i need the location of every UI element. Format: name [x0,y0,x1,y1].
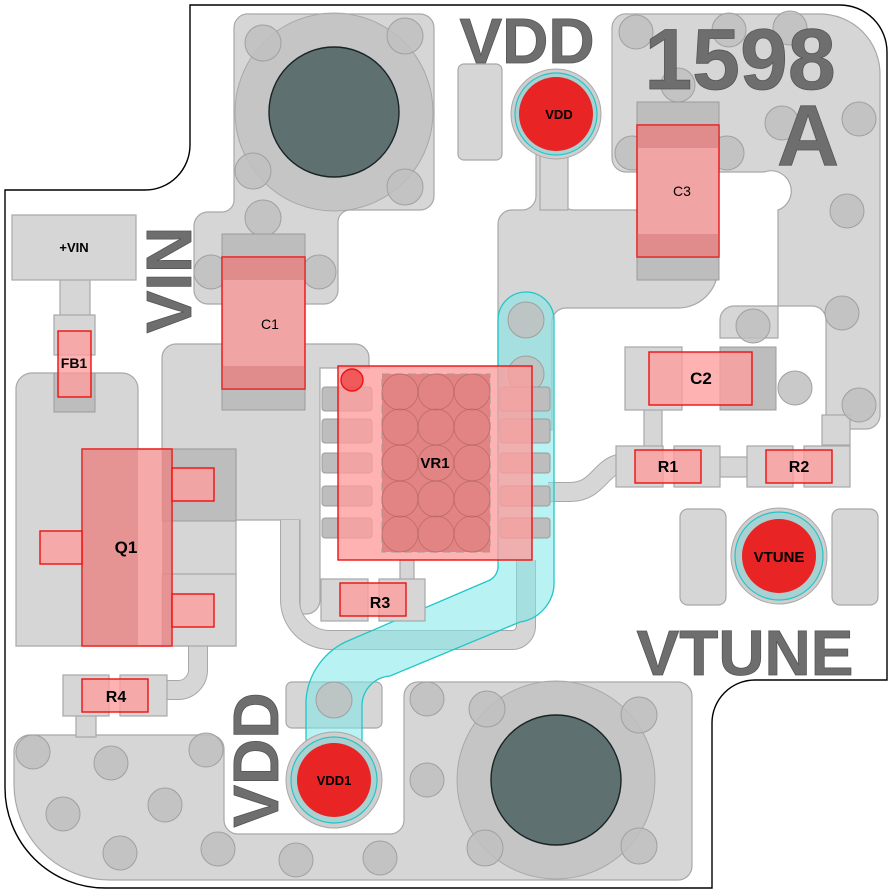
testpoint-vtune-label: VTUNE [754,549,805,566]
trace-q1-r4 [160,646,207,699]
silkscreen-part-number: 1598 [644,12,835,108]
connector-center-pin [490,714,622,846]
ground-vias [15,10,877,878]
r3-component[interactable]: R3 [320,578,426,622]
testpoint-vdd1[interactable]: VDD1 [285,731,383,829]
vr1-label: VR1 [420,455,449,472]
c2-component[interactable]: C2 [624,346,777,411]
c2-label: C2 [690,369,712,388]
r2-component[interactable]: R2 [746,445,851,488]
silkscreen-vdd-top: VDD [459,5,594,77]
fb1-component[interactable]: FB1 [53,314,96,413]
vdd-net-highlight[interactable] [305,291,555,781]
vdd-pad-pour [457,63,503,161]
fb1-label: FB1 [61,355,88,371]
testpoint-vdd[interactable]: VDD [510,68,602,160]
c3-label: C3 [673,183,691,199]
silkscreen-vin: VIN [133,227,205,334]
sma-connector-top[interactable] [193,12,434,290]
silkscreen-revision: A [777,88,839,184]
vr1-component[interactable]: VR1 [321,365,551,561]
q1-label: Q1 [115,538,138,557]
r4-component[interactable]: R4 [62,674,168,717]
testpoint-vdd1-label: VDD1 [317,773,352,788]
r1-component[interactable]: R1 [615,445,721,488]
silkscreen-vtune: VTUNE [637,617,854,689]
trace-vr1-loop [281,520,535,649]
c1-label: C1 [261,316,279,332]
connector-center-pin [268,46,400,178]
pin1-marker [340,368,364,392]
testpoint-vtune[interactable]: VTUNE [730,507,828,605]
copper-pour-vr1 [161,343,370,615]
sma-connector-bottom[interactable] [456,680,658,880]
silkscreen-vdd-bottom: VDD [220,692,292,827]
trace-vin-fb1 [59,277,91,319]
trace-c2-r1 [643,407,663,451]
r2-label: R2 [789,459,810,476]
vdd1-via [315,681,353,719]
r3-label: R3 [370,595,391,612]
q1-component[interactable]: Q1 [39,448,237,647]
vtune-pad-right [831,508,879,606]
copper-stub [821,414,851,446]
c1-component[interactable]: C1 [221,233,306,411]
testpoint-vdd-label: VDD [545,107,572,122]
r1-label: R1 [658,459,679,476]
trace-vdd-tp [539,149,569,211]
vdd-via [507,301,545,339]
c3-component[interactable]: C3 [636,101,720,281]
vin-pad-label: +VIN [59,240,88,255]
vin-pad[interactable] [11,214,137,281]
r4-label: R4 [106,689,127,706]
vtune-pad-left [679,508,727,606]
